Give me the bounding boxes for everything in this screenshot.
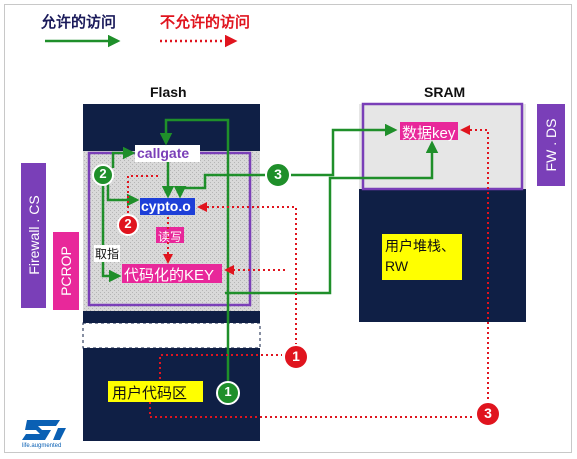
cypto-o-bg bbox=[140, 198, 195, 215]
firewall-cs-label: Firewall . CS bbox=[26, 195, 42, 275]
callgate-bg bbox=[135, 145, 200, 162]
read-write-label: 读写 bbox=[158, 230, 183, 244]
sram-top-block bbox=[359, 104, 526, 189]
fetch-label: 取指 bbox=[94, 245, 121, 262]
code-key-bg bbox=[122, 264, 222, 283]
path-3-red bbox=[149, 402, 474, 418]
user-code-label: 用户代码区 bbox=[112, 385, 188, 402]
badge-green-1-circle bbox=[216, 381, 240, 405]
firewall-cs-bar bbox=[21, 163, 46, 308]
path-1-red-from-user bbox=[159, 354, 282, 379]
path-3-red-to-datakey bbox=[460, 125, 489, 404]
data-key-label: 数据key bbox=[402, 125, 456, 142]
badge-green-2-circle bbox=[92, 164, 114, 186]
code-key-label: 代码化的KEY bbox=[124, 267, 215, 284]
flash-heading: Flash bbox=[150, 84, 187, 100]
flash-gap-dashed bbox=[82, 322, 261, 349]
badge-green-3: 3 bbox=[274, 166, 282, 182]
badge-red-3-circle bbox=[475, 401, 501, 427]
pcrop-bar bbox=[53, 232, 79, 310]
pcrop-label: PCROP bbox=[58, 246, 74, 296]
badge-red-1: 1 bbox=[292, 348, 300, 364]
path-3-green bbox=[173, 173, 265, 199]
path-2-to-callgate bbox=[111, 146, 136, 168]
badge-red-3: 3 bbox=[484, 405, 492, 421]
badge-red-2: 2 bbox=[124, 216, 132, 231]
path-2-fetch bbox=[101, 183, 122, 283]
cypto-o-label: cypto.o bbox=[141, 198, 191, 214]
badge-red-2-circle bbox=[117, 214, 139, 236]
badge-red-1-circle bbox=[283, 344, 309, 370]
user-code-bg bbox=[108, 381, 203, 402]
flash-strip bbox=[83, 311, 260, 323]
badge-green-3-circle bbox=[265, 162, 291, 188]
sram-heading: SRAM bbox=[424, 84, 466, 100]
data-key-bg bbox=[400, 122, 458, 140]
user-stack-label: 用户堆栈、 RW bbox=[385, 238, 455, 274]
user-stack-bg bbox=[382, 234, 462, 280]
callgate-label: callgate bbox=[137, 145, 190, 161]
st-logo-tagline: life.augmented bbox=[22, 443, 62, 449]
fw-ds-bar bbox=[537, 104, 565, 186]
path-1-green bbox=[159, 118, 230, 383]
badge-green-1: 1 bbox=[224, 384, 232, 399]
st-logo bbox=[22, 420, 66, 440]
fw-ds-label: FW . DS bbox=[543, 118, 559, 172]
flash-top-block bbox=[83, 104, 260, 151]
legend-not-allowed-label: 不允许的访问 bbox=[160, 14, 251, 31]
path-2-to-cypto bbox=[106, 183, 140, 207]
path-2-red-to-callgate bbox=[127, 175, 160, 218]
read-write-bg bbox=[156, 227, 184, 243]
path-3-to-sram bbox=[291, 123, 398, 177]
path-1-red-to-cypto bbox=[197, 202, 297, 345]
legend-allowed-label: 允许的访问 bbox=[41, 14, 117, 31]
diagram-frame bbox=[4, 4, 572, 453]
fw-ds-outline bbox=[361, 102, 524, 191]
badge-green-2: 2 bbox=[99, 166, 107, 181]
